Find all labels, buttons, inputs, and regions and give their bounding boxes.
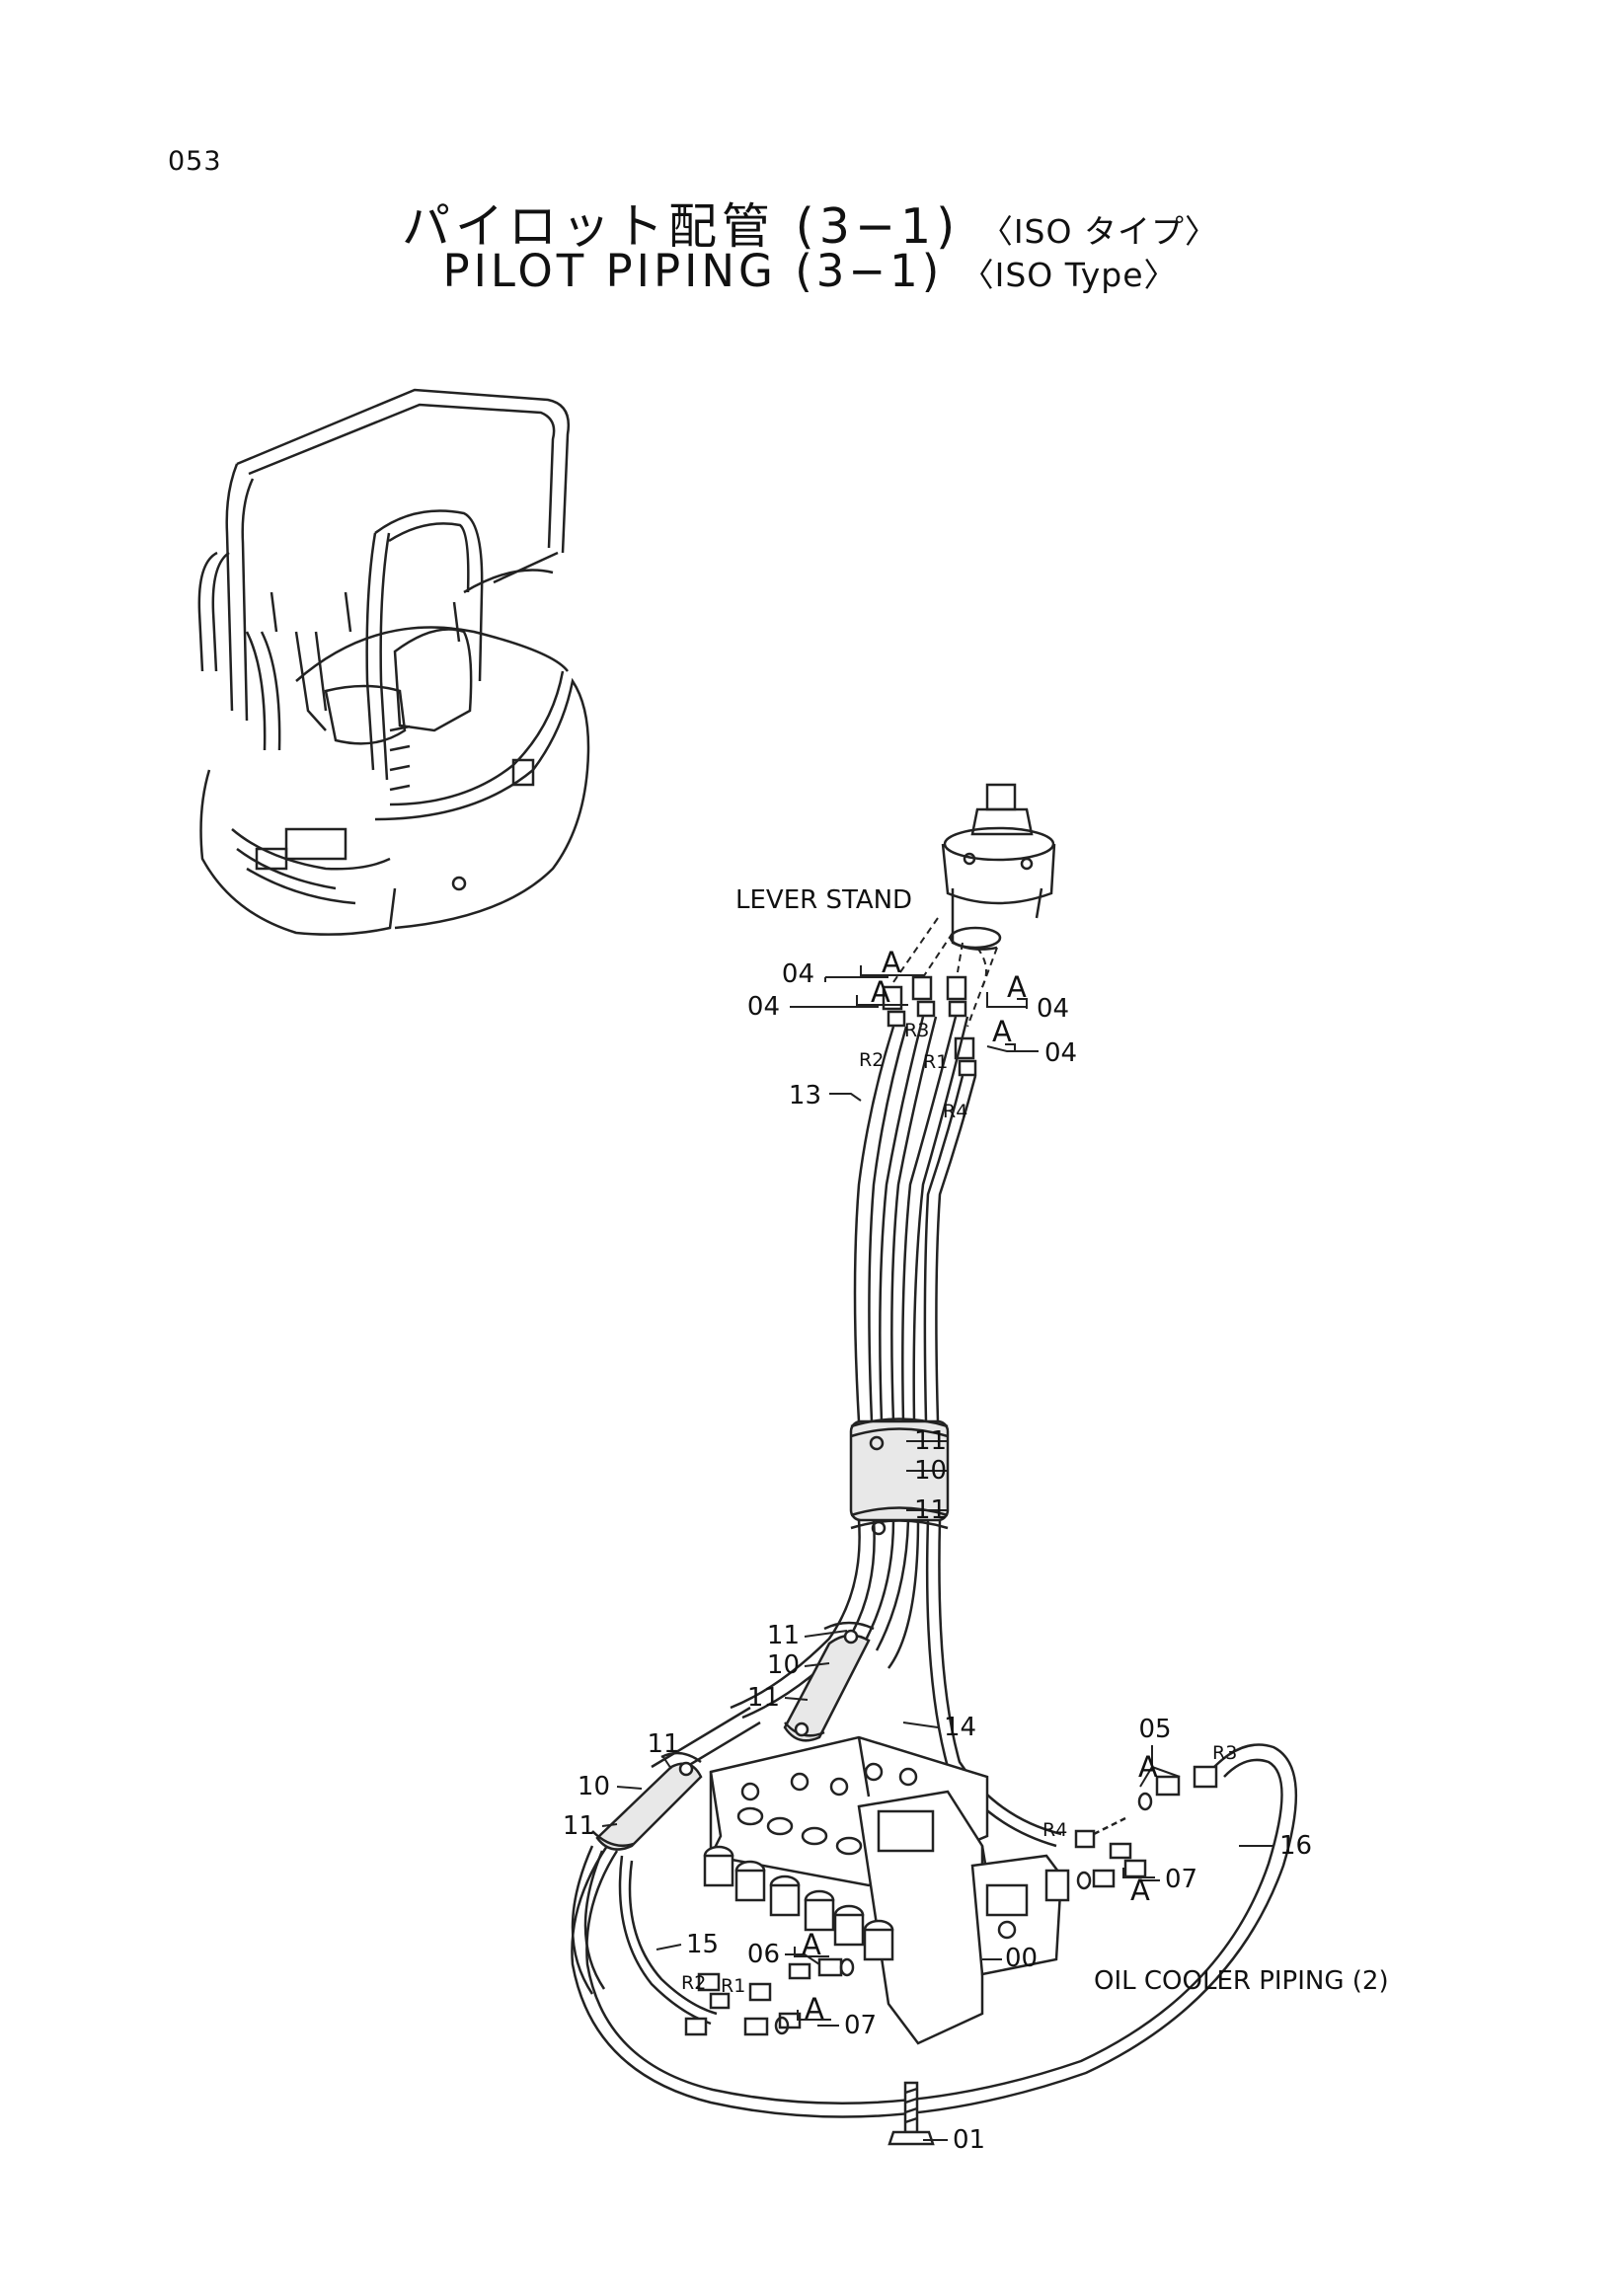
port-labels: R2 R3 R1 R4 R4 R3 R2 R1	[681, 1020, 1237, 1997]
callout-11-lower-a: 11	[647, 1729, 679, 1759]
port-r3-right: R3	[1212, 1742, 1237, 1764]
port-r1-top: R1	[923, 1051, 948, 1073]
port-r4-right: R4	[1042, 1819, 1067, 1841]
a-marker-6: A	[1130, 1874, 1150, 1907]
a-markers: A A A A A A A A	[802, 946, 1158, 2026]
fittings-lower-left	[684, 1957, 855, 2036]
oil-cooler-piping-label: OIL COOLER PIPING (2)	[1094, 1966, 1389, 1996]
title-english: PILOT PIPING (3−1) 〈ISO Type〉	[0, 245, 1620, 297]
callout-04-a: 04	[782, 959, 814, 989]
pilot-fittings	[882, 975, 977, 1077]
callout-10-lower: 10	[578, 1772, 610, 1801]
title-jp-suffix: 〈ISO タイプ〉	[979, 212, 1218, 251]
bolt-01	[887, 2081, 935, 2146]
a-marker-brackets	[794, 965, 1155, 2021]
a-marker-3: A	[1007, 970, 1027, 1004]
port-r2-lower: R2	[681, 1972, 706, 1994]
callout-04-b: 04	[747, 992, 780, 1022]
pilot-hose-bundle	[651, 1016, 1062, 1848]
long-hoses-loop	[571, 1743, 1298, 2118]
callout-15: 15	[686, 1930, 719, 1959]
hose-sleeve-lower	[591, 1751, 703, 1851]
lever-stand-label: LEVER STAND	[735, 885, 912, 915]
excavator-overview-illustration	[197, 388, 590, 936]
hose-sleeve-mid	[783, 1621, 875, 1742]
callout-11-mid-a: 11	[767, 1621, 800, 1650]
title-en-suffix: 〈ISO Type〉	[961, 256, 1178, 294]
a-marker-5: A	[1138, 1750, 1158, 1784]
a-marker-1: A	[882, 946, 901, 979]
hose-clamp-upper	[849, 1417, 950, 1536]
a-marker-7: A	[802, 1928, 821, 1961]
fittings-right	[1074, 1765, 1218, 1890]
a-marker-8: A	[805, 1992, 824, 2026]
callout-11-lower-b: 11	[563, 1811, 595, 1841]
callout-16: 16	[1279, 1831, 1312, 1861]
port-r4-top: R4	[943, 1101, 967, 1122]
callout-14: 14	[944, 1713, 976, 1742]
callout-05: 05	[1138, 1715, 1171, 1744]
a-marker-2: A	[871, 975, 890, 1009]
callout-13: 13	[789, 1081, 821, 1110]
callout-10-top: 10	[914, 1456, 947, 1486]
port-r3-top: R3	[904, 1020, 929, 1041]
callout-leader-lines	[601, 976, 1273, 2141]
callout-06: 06	[747, 1940, 780, 1969]
title-jp-main: パイロット配管 (3−1)	[402, 198, 961, 255]
callout-10-mid: 10	[767, 1650, 800, 1680]
callout-11-upper-bottom: 11	[914, 1495, 947, 1525]
pilot-dashed-lines	[892, 917, 998, 1028]
a-marker-4: A	[992, 1015, 1012, 1048]
callout-07-lower: 07	[844, 2011, 877, 2040]
valve-spools	[703, 1762, 918, 1961]
callout-00: 00	[1005, 1944, 1038, 1973]
callout-04-c: 04	[1037, 994, 1069, 1024]
control-valve-assembly	[703, 1735, 1070, 2045]
callout-04-d: 04	[1044, 1038, 1077, 1068]
port-r2-top: R2	[859, 1049, 884, 1071]
callout-11-top: 11	[914, 1426, 947, 1456]
title-japanese: パイロット配管 (3−1) 〈ISO タイプ〉	[0, 188, 1620, 258]
callout-01: 01	[953, 2125, 985, 2155]
title-en-main: PILOT PIPING (3−1)	[442, 245, 944, 297]
callout-07-right: 07	[1165, 1865, 1197, 1894]
callout-11-mid-b: 11	[747, 1683, 780, 1713]
lever-stand	[941, 783, 1056, 951]
diagram-labels: LEVER STAND OIL COOLER PIPING (2) 04 04 …	[563, 885, 1389, 2155]
page-number: 053	[168, 146, 222, 177]
port-r1-lower: R1	[721, 1975, 745, 1997]
